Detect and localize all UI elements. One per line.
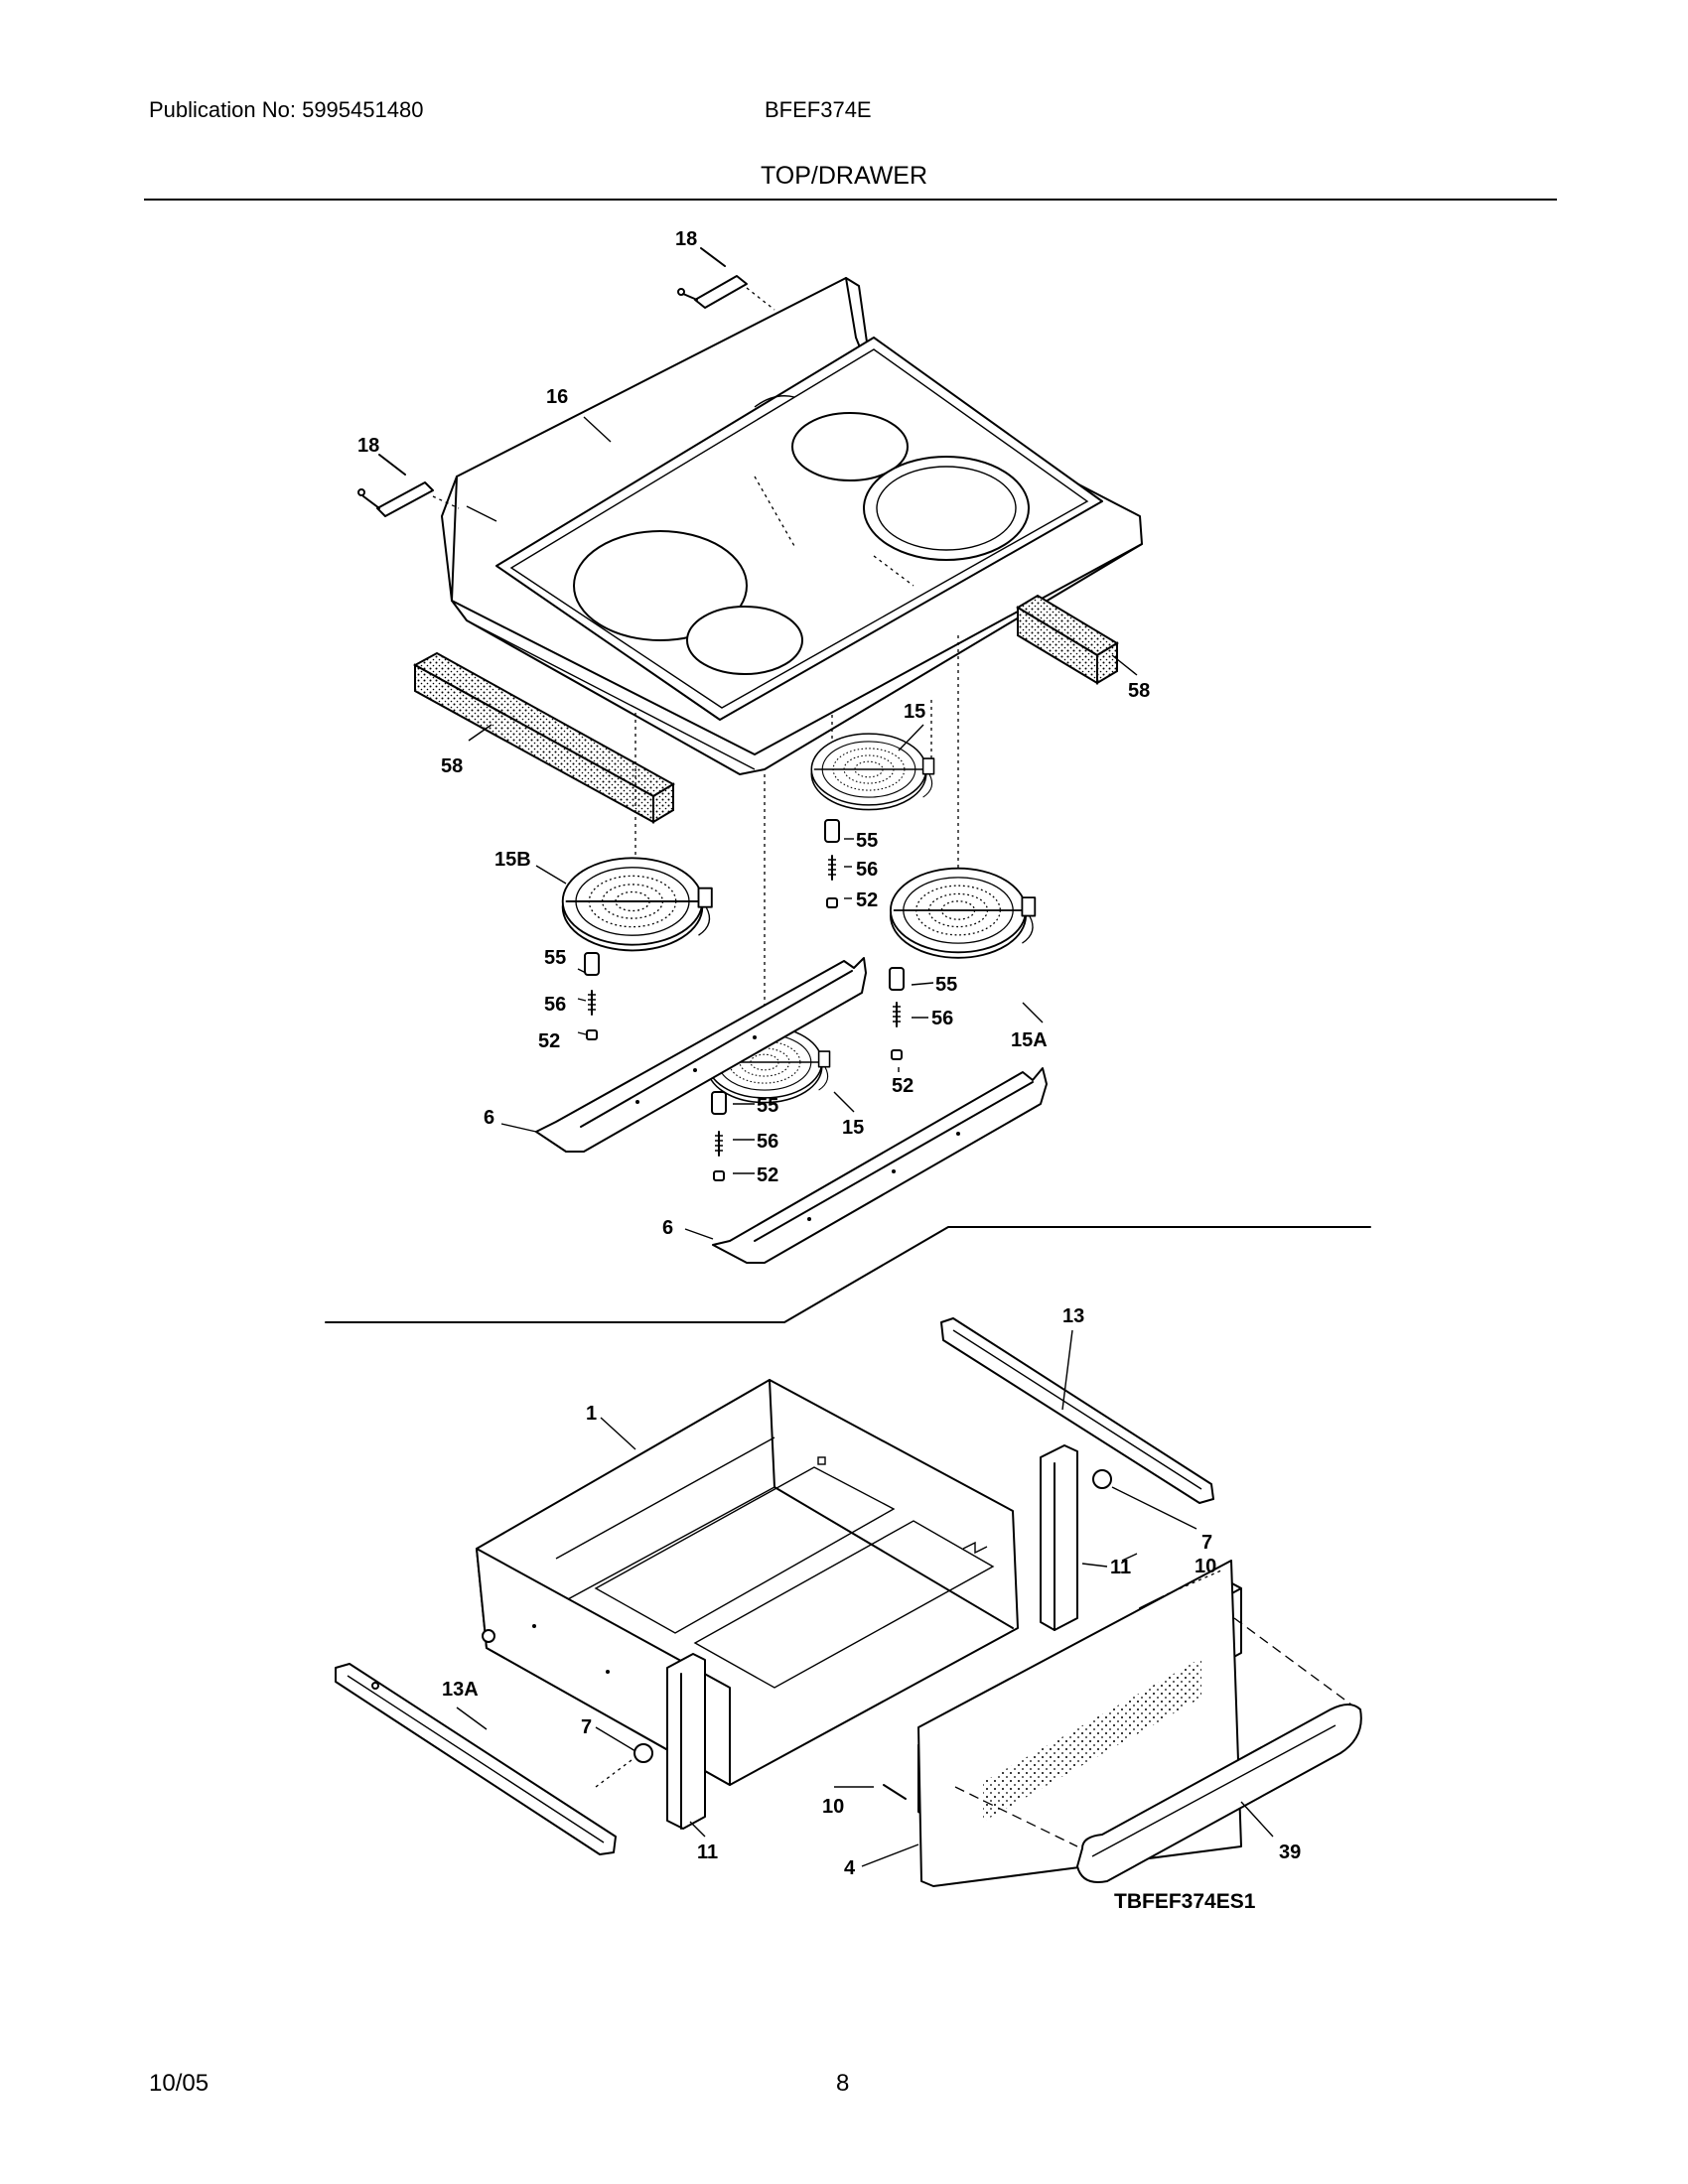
foam-strip-right (1016, 594, 1119, 685)
surface-element-15a (889, 867, 1037, 959)
callout-56-lower: 56 (757, 1131, 778, 1153)
hardware-stack-lower (711, 1091, 727, 1181)
header-rule (144, 199, 1557, 201)
section-separator (325, 1226, 1371, 1323)
callout-15-lower: 15 (842, 1117, 864, 1139)
callout-18-top: 18 (675, 228, 697, 250)
hardware-stack-left (584, 952, 600, 1040)
hinge-bracket-left (357, 454, 460, 517)
callout-56-left: 56 (544, 994, 566, 1016)
callout-15a: 15A (1011, 1029, 1048, 1051)
callout-58-left: 58 (441, 755, 463, 777)
callout-7-left: 7 (581, 1716, 592, 1738)
callout-55-lower: 55 (757, 1095, 778, 1117)
screw-10-left (883, 1784, 907, 1800)
leader-lines (456, 416, 1274, 1867)
drawer-slide-left (666, 1653, 706, 1830)
drawer-slide-right (1040, 1444, 1078, 1631)
roller-right (1092, 1469, 1112, 1489)
callout-55-upper: 55 (856, 830, 878, 852)
footer-date: 10/05 (149, 2070, 210, 2097)
model-number: BFEF374E (765, 97, 872, 122)
hinge-bracket-top (677, 247, 775, 311)
callout-13: 13 (1062, 1305, 1084, 1327)
callout-39: 39 (1279, 1842, 1301, 1863)
callout-10-right: 10 (1195, 1556, 1216, 1577)
callout-56-right: 56 (931, 1008, 953, 1029)
callout-6-upper: 6 (484, 1107, 494, 1129)
hardware-stack-upper (824, 819, 840, 908)
callout-56-upper: 56 (856, 859, 878, 881)
callout-7-right: 7 (1201, 1532, 1212, 1554)
support-rail-upper (535, 957, 867, 1153)
burner-ring-right-front (863, 456, 1030, 561)
section-title: TOP/DRAWER (760, 162, 928, 190)
drawer-rail-13 (940, 1317, 1214, 1504)
callout-52-upper: 52 (856, 889, 878, 911)
callout-11-right: 11 (1110, 1557, 1131, 1578)
callout-16: 16 (546, 386, 568, 408)
screw-10-right (1139, 1570, 1222, 1609)
surface-element-15b (561, 857, 713, 952)
callout-4: 4 (844, 1857, 856, 1879)
callout-52-right: 52 (892, 1075, 914, 1097)
callout-10-left: 10 (822, 1796, 844, 1818)
callout-58-right: 58 (1128, 680, 1150, 702)
roller-left (633, 1743, 653, 1763)
foam-strip-left (412, 651, 676, 824)
burner-ring-left-rear (686, 606, 803, 675)
cooktop-assembly (441, 277, 1143, 775)
support-rail-lower (712, 1067, 1048, 1264)
callout-18-left: 18 (357, 435, 379, 457)
callout-13a: 13A (442, 1679, 479, 1701)
callout-15b: 15B (494, 849, 531, 871)
callout-6-lower: 6 (662, 1217, 673, 1239)
drawer-handle (1076, 1704, 1362, 1883)
callout-52-left: 52 (538, 1030, 560, 1052)
burner-ring-left-front (573, 530, 748, 641)
hardware-stack-right (889, 967, 905, 1060)
callout-55-right: 55 (935, 974, 957, 996)
surface-element-15-upper (810, 733, 935, 811)
callout-15-upper: 15 (904, 701, 925, 723)
callout-55-left: 55 (544, 947, 566, 969)
callout-11-left: 11 (697, 1842, 718, 1863)
burner-ring-right-rear (791, 412, 909, 481)
callout-1: 1 (586, 1403, 597, 1425)
callout-52-lower: 52 (757, 1164, 778, 1186)
drawing-code: TBFEF374ES1 (1114, 1890, 1256, 1913)
drawer-rail-13a (335, 1663, 617, 1855)
page-number: 8 (836, 2070, 850, 2097)
publication-number: Publication No: 5995451480 (149, 97, 424, 122)
callout-labels: 18 18 16 58 58 15 15B 55 56 52 55 56 52 … (357, 228, 1301, 1913)
